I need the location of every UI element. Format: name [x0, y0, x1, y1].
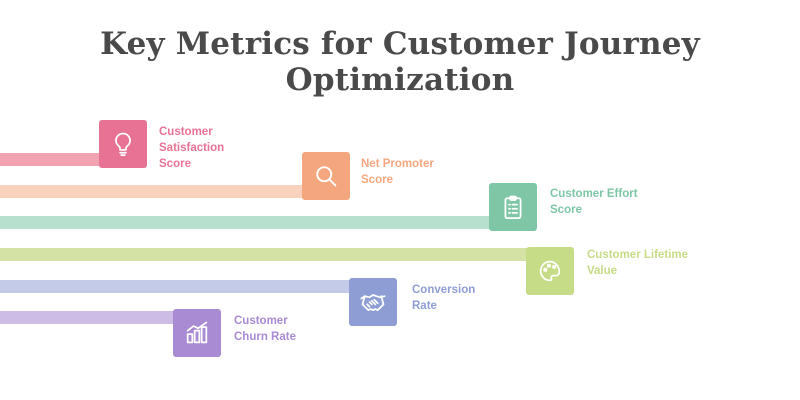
bar-chart-icon	[186, 321, 208, 344]
metric-tile-4	[526, 247, 574, 295]
page-title: Key Metrics for Customer Journey Optimiz…	[100, 26, 700, 98]
lightbulb-icon	[115, 132, 131, 156]
clipboard-icon	[504, 195, 522, 219]
metric-bar-3	[0, 216, 492, 229]
metric-label-5: Conversion Rate	[412, 284, 476, 312]
metric-bar-5	[0, 280, 352, 293]
metric-bar-4	[0, 248, 530, 261]
metric-tile-1	[99, 120, 147, 168]
metric-label-3: Customer Effort Score	[550, 188, 638, 216]
metric-bar-2	[0, 185, 306, 198]
metric-label-4: Customer Lifetime Value	[587, 249, 688, 277]
metric-label-6: Customer Churn Rate	[234, 315, 296, 343]
metric-tile-6	[173, 309, 221, 357]
palette-icon	[539, 260, 561, 282]
magnifier-icon	[316, 166, 337, 187]
metric-tile-2	[302, 152, 350, 200]
handshake-icon	[360, 294, 386, 312]
metric-tile-3	[489, 183, 537, 231]
metric-label-2: Net Promoter Score	[361, 158, 434, 186]
metric-label-1: Customer Satisfaction Score	[159, 126, 225, 170]
metric-bar-6	[0, 311, 176, 324]
metric-tile-5	[349, 278, 397, 326]
metric-bar-1	[0, 153, 102, 166]
